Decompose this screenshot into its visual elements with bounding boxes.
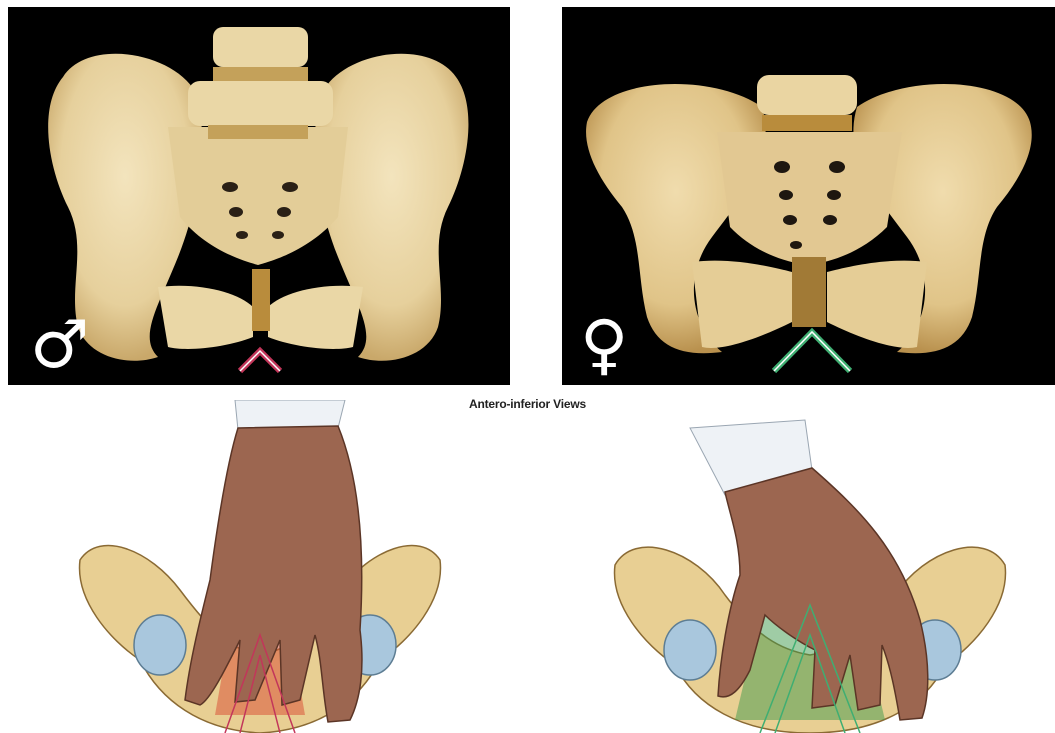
male-hand-illustration bbox=[60, 400, 460, 733]
male-pelvis-photo: ♂ bbox=[8, 7, 510, 385]
female-hand-pelvis-drawing bbox=[600, 400, 1020, 733]
male-symbol: ♂ bbox=[30, 312, 89, 378]
subpubic-angle-marker-female bbox=[774, 332, 850, 371]
subpubic-angle-marker-male bbox=[240, 351, 280, 371]
female-hand-illustration bbox=[600, 400, 1020, 733]
male-hand-pelvis-drawing bbox=[60, 400, 460, 733]
female-symbol: ♀ bbox=[580, 312, 628, 378]
female-pelvis-bone-image bbox=[562, 7, 1055, 385]
female-pelvis-photo: ♀ bbox=[562, 7, 1055, 385]
